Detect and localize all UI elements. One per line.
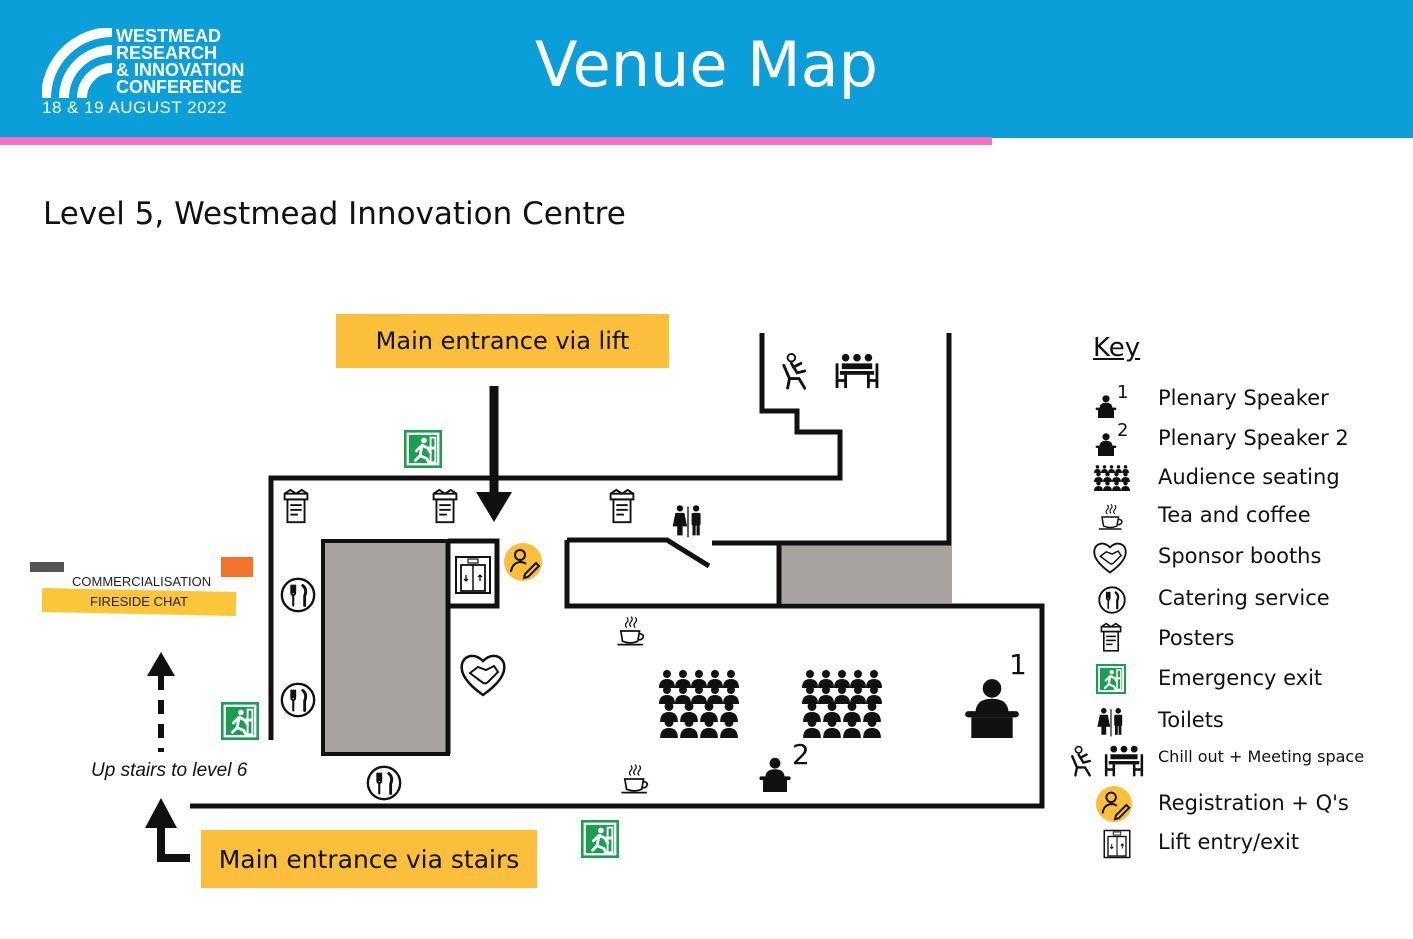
- lift-icon: [454, 555, 492, 595]
- key-label-plenary-speaker: Plenary Speaker: [1158, 386, 1329, 410]
- key-label-tea-coffee: Tea and coffee: [1158, 503, 1311, 527]
- toilets-icon: [672, 504, 702, 538]
- key-label-registration: Registration + Q's: [1158, 791, 1349, 815]
- page-title: Venue Map: [534, 28, 879, 101]
- key-label-lift: Lift entry/exit: [1158, 830, 1300, 854]
- speaker-1-number: 1: [1009, 648, 1027, 681]
- tea-coffee-icon: [616, 615, 645, 646]
- logo-line-3: & INNOVATION: [116, 60, 245, 80]
- conference-logo: WESTMEAD RESEARCH & INNOVATION CONFERENC…: [42, 26, 282, 120]
- key-plenary-speaker-2-icon: [1095, 433, 1117, 456]
- poster-icon: [432, 488, 458, 524]
- speaker-2-number: 2: [792, 738, 810, 771]
- key-emergency-exit-icon: [1096, 664, 1126, 694]
- emergency-exit-icon: [404, 430, 442, 468]
- key-label-catering: Catering service: [1158, 586, 1330, 610]
- header-accent-bar: [0, 137, 992, 145]
- audience-seating-left: [659, 670, 739, 738]
- key-lift-icon: [1103, 829, 1131, 859]
- catering-icon: [366, 765, 402, 801]
- key-sup-1: 1: [1117, 382, 1129, 403]
- logo-arcs-icon: [42, 28, 113, 99]
- catering-icon: [280, 577, 316, 613]
- emergency-exit-icon: [221, 702, 259, 740]
- lift-arrow-head: [476, 492, 512, 522]
- key-toilets-icon: [1096, 707, 1123, 738]
- lift-entrance-label: Main entrance via lift: [336, 314, 669, 368]
- fireside-chat-sign: COMMERCIALISATION FIRESIDE CHAT: [28, 556, 258, 626]
- catering-icon: [280, 682, 316, 718]
- level-subtitle: Level 5, Westmead Innovation Centre: [43, 196, 626, 232]
- logo-line-1: WESTMEAD: [116, 26, 221, 46]
- key-tea-coffee-icon: [1098, 503, 1123, 530]
- key-registration-icon: [1095, 785, 1133, 823]
- key-sponsor-booth-icon: [1093, 542, 1127, 574]
- key-label-toilets: Toilets: [1158, 708, 1224, 732]
- tea-coffee-icon: [620, 763, 649, 794]
- poster-icon: [609, 488, 635, 524]
- plenary-speaker-2-icon: [759, 757, 791, 792]
- walls: [190, 333, 1045, 809]
- sponsor-booth-icon: [460, 654, 506, 697]
- key-sup-2: 2: [1117, 420, 1129, 441]
- plenary-speaker-icon: [965, 679, 1019, 738]
- key-label-chill-meeting: Chill out + Meeting space: [1158, 747, 1365, 766]
- poster-icon: [283, 488, 309, 524]
- key-title: Key: [1093, 333, 1141, 363]
- logo-date: 18 & 19 AUGUST 2022: [42, 98, 227, 117]
- logo-line-4: CONFERENCE: [116, 77, 243, 97]
- key-plenary-speaker-icon: [1095, 395, 1117, 418]
- key-label-emergency-exit: Emergency exit: [1158, 666, 1323, 690]
- stairs-level-6-note: Up stairs to level 6: [91, 760, 248, 781]
- stairs-entrance-arrow: [145, 798, 190, 862]
- room-grey-right: [781, 545, 952, 603]
- stairs-entrance-label: Main entrance via stairs: [201, 830, 537, 888]
- logo-line-2: RESEARCH: [116, 43, 218, 63]
- chill-out-icon: [782, 352, 807, 390]
- header-banner: [0, 0, 1413, 138]
- key-audience-seating-icon: [1094, 465, 1130, 491]
- stairs-up-arrow: [147, 652, 175, 752]
- meeting-space-icon: [835, 352, 879, 390]
- fireside-line-1: COMMERCIALISATION: [72, 574, 212, 589]
- room-grey-left: [321, 539, 450, 756]
- registration-icon: [503, 542, 543, 582]
- key-label-plenary-speaker-2: Plenary Speaker 2: [1158, 426, 1349, 450]
- key-label-posters: Posters: [1158, 626, 1235, 650]
- fireside-conference-logo: [221, 557, 253, 577]
- key-chill-out-icon: [1070, 745, 1092, 777]
- fireside-line-2: FIRESIDE CHAT: [90, 594, 188, 609]
- key-label-sponsor-booths: Sponsor booths: [1158, 544, 1322, 568]
- key-catering-icon: [1098, 586, 1126, 614]
- key-label-audience-seating: Audience seating: [1158, 465, 1340, 489]
- emergency-exit-icon: [581, 820, 619, 858]
- key-poster-icon: [1100, 622, 1122, 652]
- fireside-university-logo: [30, 562, 64, 572]
- audience-seating-right: [802, 670, 882, 738]
- key-meeting-space-icon: [1104, 744, 1144, 778]
